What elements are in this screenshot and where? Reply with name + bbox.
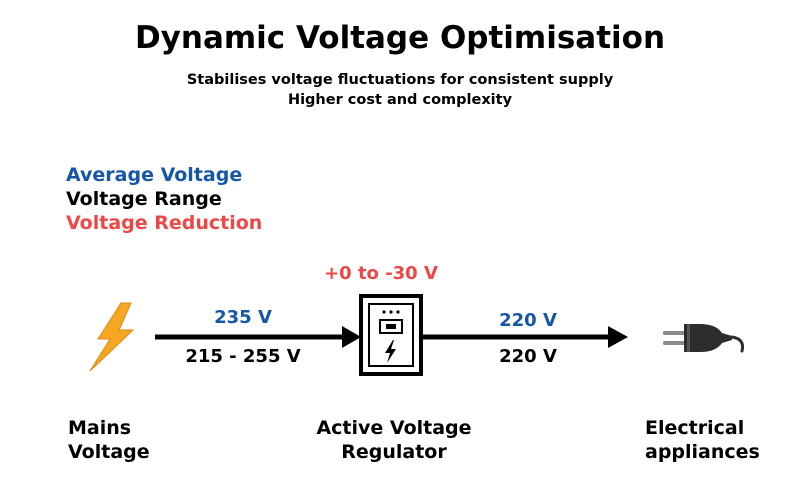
output-average-voltage: 220 V — [499, 310, 557, 331]
regulator-label-line-2: Regulator — [341, 441, 447, 463]
mains-label-line-1: Mains — [68, 417, 132, 439]
mains-voltage-label: Mains Voltage — [68, 416, 150, 464]
subtitle-line-1: Stabilises voltage fluctuations for cons… — [186, 72, 614, 88]
output-voltage-range: 220 V — [499, 346, 557, 367]
input-average-voltage: 235 V — [214, 307, 272, 328]
voltage-regulator-icon — [359, 294, 423, 376]
appliances-label: Electrical appliances — [645, 416, 760, 464]
regulator-label-line-1: Active Voltage — [316, 417, 472, 439]
subtitle-line-2: Higher cost and complexity — [287, 92, 513, 108]
legend-average-voltage: Average Voltage — [66, 164, 243, 186]
input-voltage-range: 215 - 255 V — [185, 346, 301, 367]
voltage-reduction-value: +0 to -30 V — [324, 263, 438, 284]
output-arrow — [421, 326, 628, 348]
appliances-label-line-2: appliances — [645, 441, 760, 463]
input-arrow — [155, 326, 361, 348]
appliances-label-line-1: Electrical — [645, 417, 745, 439]
electric-plug-icon — [663, 324, 744, 353]
mains-label-line-2: Voltage — [68, 441, 150, 463]
lightning-bolt-icon — [89, 302, 135, 372]
diagram-title: Dynamic Voltage Optimisation — [134, 20, 666, 56]
legend-voltage-reduction: Voltage Reduction — [66, 212, 263, 234]
regulator-label: Active Voltage Regulator — [294, 416, 494, 464]
legend-voltage-range: Voltage Range — [66, 188, 222, 210]
